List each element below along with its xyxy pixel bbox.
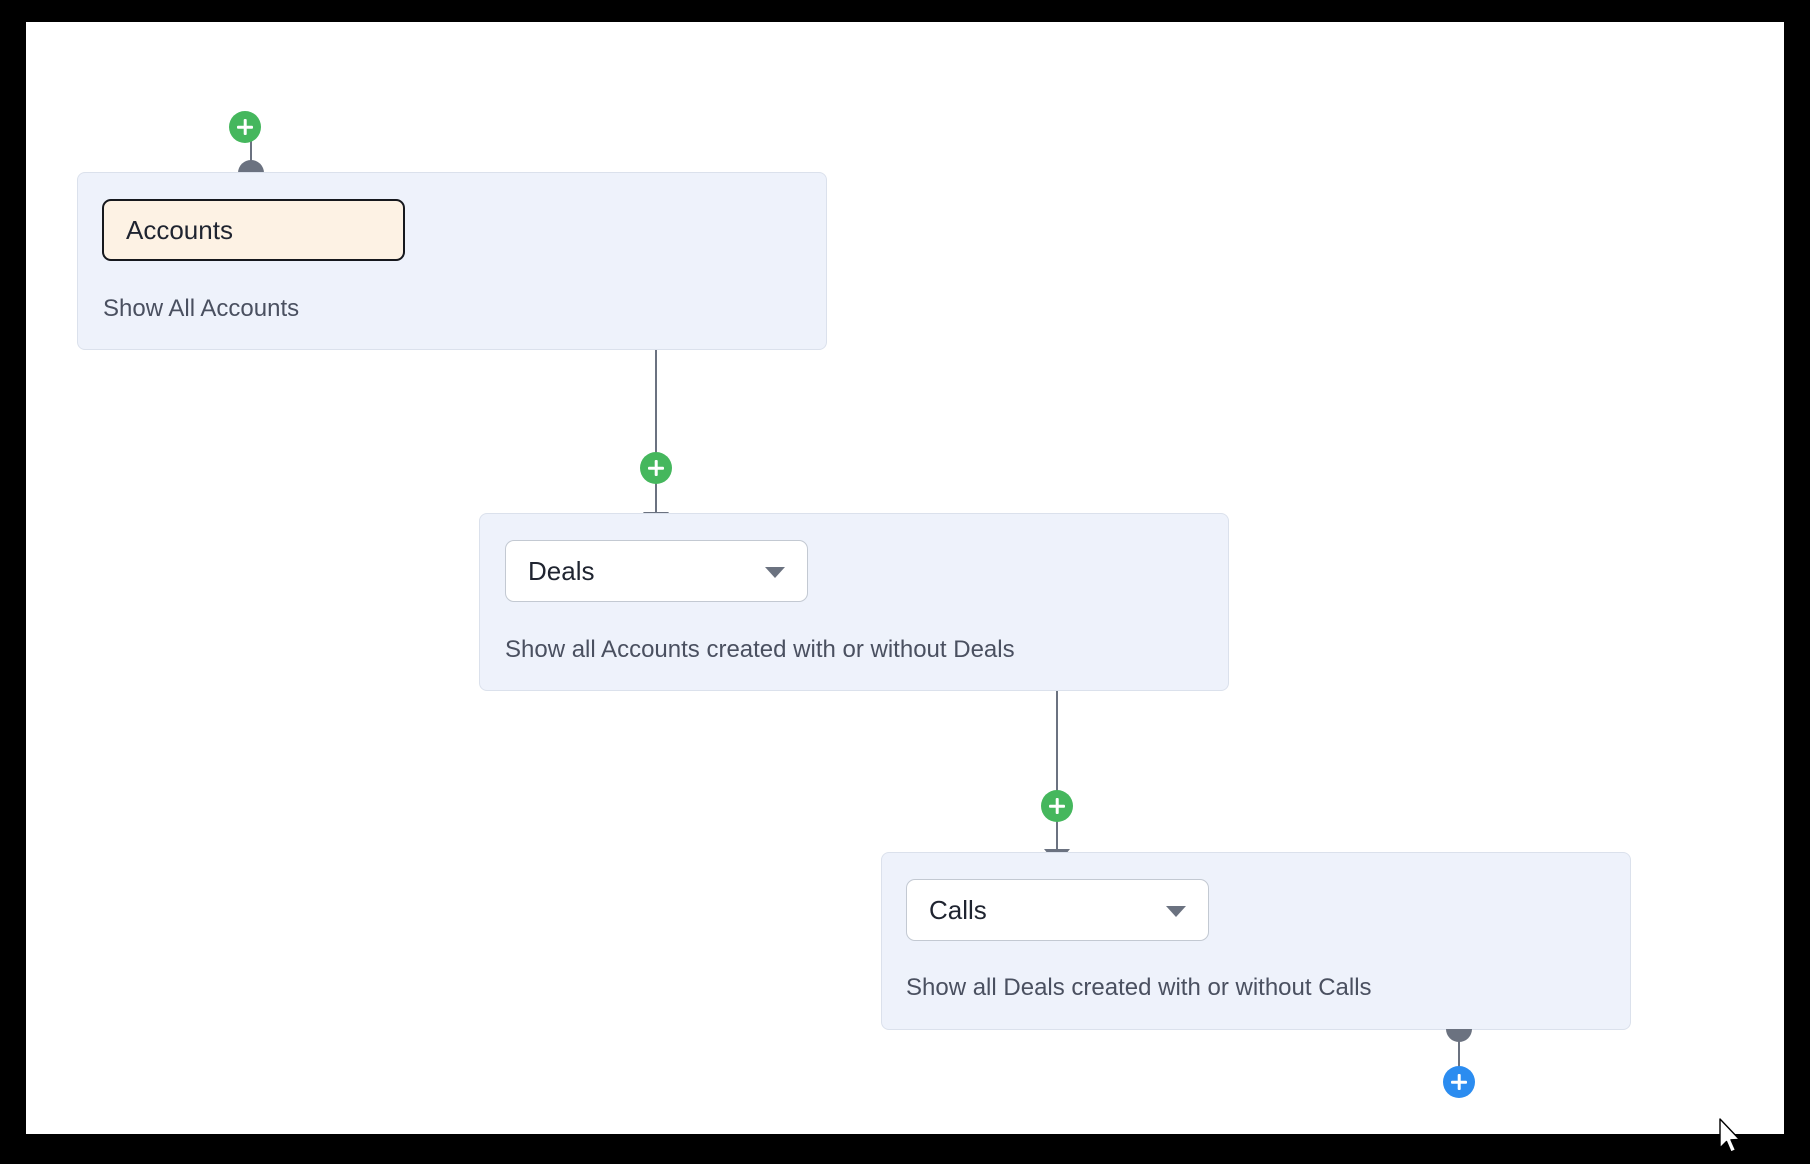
plus-icon	[1451, 1074, 1467, 1090]
flow-node-deals[interactable]	[479, 513, 1229, 691]
anchor-dot-calls-bottom	[1446, 1029, 1472, 1042]
plus-icon	[648, 460, 664, 476]
entity-select-calls-label: Calls	[929, 895, 987, 925]
plus-icon	[237, 119, 253, 135]
entity-chip-accounts[interactable]: Accounts	[102, 199, 405, 261]
add-step-above-accounts-button[interactable]	[229, 111, 261, 143]
add-step-between-accounts-and-deals-button[interactable]	[640, 452, 672, 484]
chevron-down-icon[interactable]	[765, 567, 785, 578]
plus-icon	[1049, 798, 1065, 814]
entity-select-deals[interactable]: Deals	[505, 540, 808, 602]
flow-canvas[interactable]: Accounts Show All Accounts Deals Show al…	[26, 22, 1784, 1134]
anchor-dot-accounts-top	[238, 160, 264, 173]
connector-deals-to-calls-line	[1056, 691, 1058, 861]
entity-select-calls[interactable]: Calls	[906, 879, 1209, 941]
connector-stub-below-calls	[1458, 1038, 1460, 1072]
add-step-below-calls-button[interactable]	[1443, 1066, 1475, 1098]
entity-select-deals-label: Deals	[528, 556, 595, 586]
flow-node-deals-description: Show all Accounts created with or withou…	[505, 636, 1015, 663]
add-step-between-deals-and-calls-button[interactable]	[1041, 790, 1073, 822]
flow-node-calls-description: Show all Deals created with or without C…	[906, 974, 1372, 1001]
entity-chip-accounts-label: Accounts	[126, 215, 233, 245]
chevron-down-icon[interactable]	[1166, 906, 1186, 917]
connector-stub-above-accounts	[250, 139, 252, 173]
flow-node-accounts-description: Show All Accounts	[103, 295, 300, 322]
connector-accounts-to-deals-line	[655, 350, 657, 524]
